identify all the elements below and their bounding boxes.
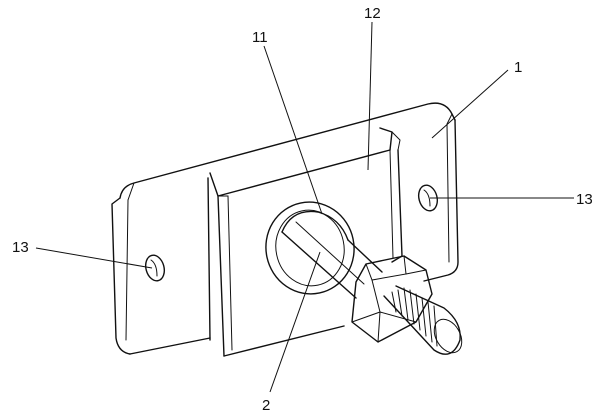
label-hole-right: 13: [576, 191, 593, 208]
leader-lines: [35, 21, 574, 393]
leader-sleeve: [263, 45, 323, 215]
leader-bolt: [269, 251, 321, 393]
leader-block: [367, 21, 373, 171]
mounting-hole-left: [144, 254, 166, 282]
hex-nut: [351, 255, 433, 343]
label-block: 12: [364, 5, 381, 22]
sleeve: [265, 201, 355, 295]
label-hole-left: 13: [12, 239, 29, 256]
base-plate: [111, 102, 459, 355]
bolt-shank: [281, 210, 383, 299]
leader-hole-left: [35, 247, 153, 269]
leader-plate: [431, 69, 509, 139]
label-sleeve: 11: [252, 29, 268, 46]
raised-block: [207, 127, 403, 357]
label-plate: 1: [514, 59, 522, 76]
reference-labels: 1 12 11 2 13 13: [12, 5, 593, 414]
threaded-end: [383, 285, 463, 355]
label-bolt: 2: [262, 397, 270, 414]
mounting-hole-right: [417, 184, 439, 212]
